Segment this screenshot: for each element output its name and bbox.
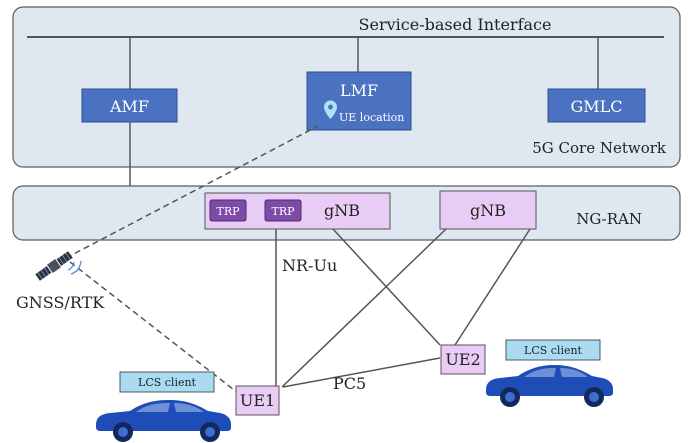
- satellite-icon: [35, 251, 82, 281]
- gnb-2-node[interactable]: gNB: [439, 190, 537, 230]
- ue-1-node[interactable]: UE1: [235, 385, 280, 416]
- gnb-2-ue1-link: [281, 228, 447, 388]
- trp-a: [209, 199, 247, 222]
- lmf-tag-label: UE location: [339, 111, 404, 124]
- gnss-rtk-label: GNSS/RTK: [16, 293, 105, 312]
- ue-1-lcs-client[interactable]: LCS client: [119, 371, 215, 393]
- amf-node[interactable]: AMF: [81, 88, 178, 123]
- pc5-label: PC5: [333, 374, 366, 393]
- service-bus-label: Service-based Interface: [359, 15, 552, 34]
- ng-ran-label: NG-RAN: [576, 210, 642, 228]
- trp-a-label: TRP: [216, 205, 240, 218]
- ue-2-lcs-client-label: LCS client: [524, 344, 583, 357]
- ue-2-node[interactable]: UE2: [440, 344, 486, 375]
- car-2-icon: [486, 365, 613, 407]
- ue-1-label: UE1: [240, 391, 275, 410]
- gmlc-label: GMLC: [570, 97, 622, 116]
- location-pin-dot: [328, 104, 333, 110]
- lmf-label: LMF: [340, 81, 378, 100]
- ue-2-lcs-client[interactable]: LCS client: [505, 339, 601, 361]
- gmlc-node[interactable]: GMLC: [547, 88, 646, 123]
- trp-b-label: TRP: [271, 205, 295, 218]
- gnb-1-label: gNB: [324, 201, 360, 220]
- location-pin-icon: [324, 100, 337, 119]
- car-1-icon: [96, 400, 231, 442]
- gnb-2-label: gNB: [470, 201, 506, 220]
- lmf-node[interactable]: LMF UE location: [306, 71, 412, 131]
- pc5-sidelink: [282, 357, 441, 388]
- amf-label: AMF: [109, 97, 149, 116]
- ue-2-label: UE2: [445, 350, 480, 369]
- nr-uu-label: NR-Uu: [282, 256, 337, 275]
- gnss-lmf-link: [65, 125, 319, 259]
- gnss-ue1-link: [69, 261, 239, 394]
- gnb-1-node[interactable]: TRP TRP gNB: [204, 192, 391, 230]
- core-network-label: 5G Core Network: [532, 139, 667, 157]
- trp-b: [264, 199, 302, 222]
- ue-1-lcs-client-label: LCS client: [138, 376, 197, 389]
- gnb-2-ue2-link: [454, 228, 531, 346]
